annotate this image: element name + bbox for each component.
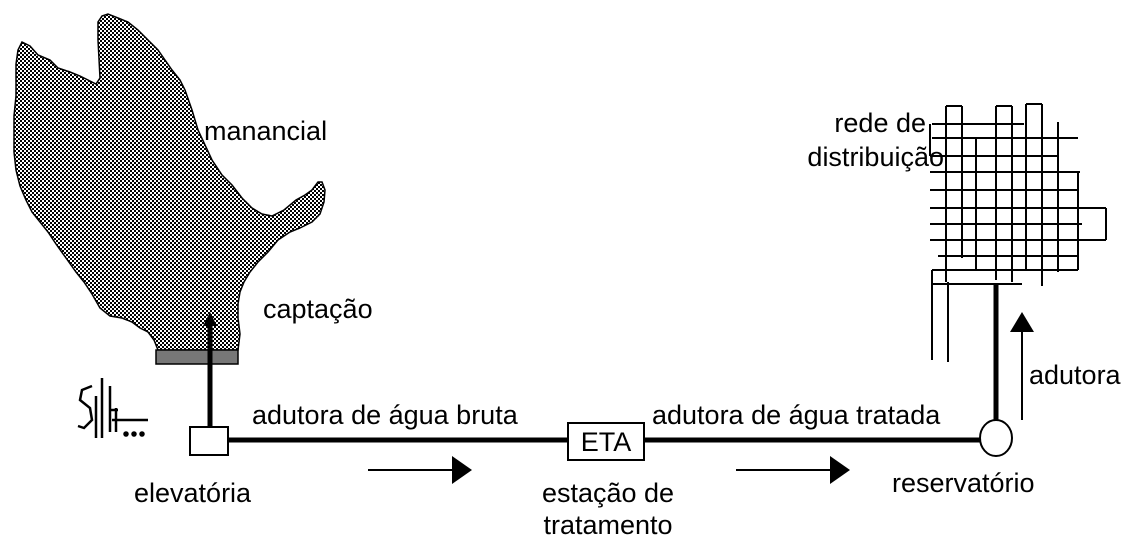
label-rede-line1: rede de — [834, 108, 926, 138]
label-reservatorio: reservatório — [892, 468, 1035, 498]
label-adutora-tratada: adutora de água tratada — [652, 400, 941, 430]
signature-mark — [77, 378, 148, 438]
label-adutora: adutora — [1029, 360, 1122, 390]
label-adutora-bruta: adutora de água bruta — [252, 400, 519, 430]
label-elevatoria: elevatória — [134, 478, 252, 508]
intake-arrowhead — [203, 312, 217, 326]
label-manancial: manancial — [204, 116, 327, 146]
distribution-network — [929, 103, 1107, 362]
pumping-station-box — [189, 426, 229, 456]
label-estacao-line1: estação de — [542, 478, 674, 508]
reservoir-circle — [979, 419, 1013, 457]
eta-box — [567, 422, 645, 461]
intake-bar — [155, 349, 239, 365]
flow-arrow-raw — [368, 456, 472, 484]
label-estacao-line2: tratamento — [543, 510, 672, 540]
flow-arrow-up — [1010, 312, 1034, 420]
label-rede-line2: distribuição — [807, 142, 944, 172]
flow-arrow-treated — [736, 456, 850, 484]
water-source-shape — [13, 13, 326, 351]
label-captacao: captação — [263, 294, 373, 324]
label-eta: ETA — [581, 427, 632, 457]
